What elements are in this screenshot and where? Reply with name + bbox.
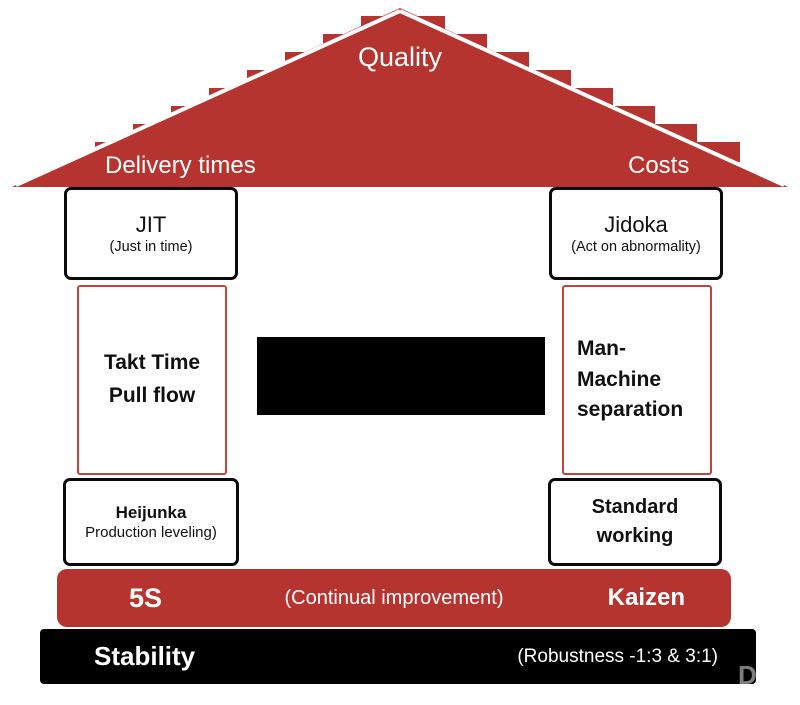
takt-line-2: Pull flow [108, 384, 196, 407]
quality-label: Quality [357, 42, 443, 72]
center-redacted-box [257, 337, 545, 415]
stability-label: Stability [94, 641, 196, 671]
jidoka-subtitle: (Act on abnormality) [571, 238, 701, 255]
standard-working-box: Standard working [548, 478, 722, 566]
man-machine-line-2: Machine [577, 367, 662, 391]
man-machine-separation-box: Man- Machine separation [562, 285, 712, 475]
takt-line-1: Takt Time [103, 351, 201, 375]
heijunka-title: Heijunka [115, 503, 187, 523]
kaizen-foundation-bar: 5S (Continual improvement) Kaizen [57, 569, 731, 627]
man-machine-line-3: separation [577, 398, 684, 422]
robustness-label: (Robustness -1:3 & 3:1) [517, 645, 718, 667]
kaizen-label: Kaizen [607, 584, 685, 611]
delivery-times-label: Delivery times [105, 152, 256, 179]
jit-box: JIT (Just in time) [64, 187, 238, 280]
stability-foundation-bar: Stability (Robustness -1:3 & 3:1) [40, 629, 756, 684]
jidoka-box: Jidoka (Act on abnormality) [549, 187, 723, 280]
takt-time-box: Takt Time Pull flow [77, 285, 227, 475]
jit-subtitle: (Just in time) [109, 238, 193, 255]
standard-working-label: Standard working [591, 496, 679, 547]
continual-improvement-label: (Continual improvement) [284, 586, 504, 609]
heijunka-box: Heijunka Production leveling) [63, 478, 239, 566]
five-s-label: 5S [129, 582, 163, 613]
heijunka-subtitle: Production leveling) [85, 523, 217, 541]
roof-shape [12, 8, 788, 187]
man-machine-line-1: Man- [577, 337, 626, 361]
watermark: D [738, 660, 757, 690]
jit-title: JIT [135, 212, 167, 238]
jidoka-title: Jidoka [604, 212, 668, 238]
costs-label: Costs [628, 152, 690, 179]
